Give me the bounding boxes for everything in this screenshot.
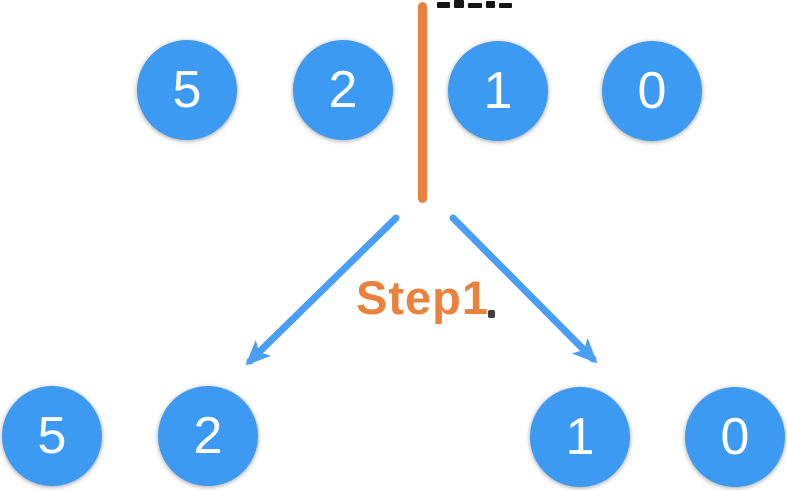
top-node-5: 5 [137,40,237,140]
top-node-2: 2 [293,40,393,140]
node-value: 0 [637,62,667,120]
node-value: 2 [328,61,358,119]
top-node-1: 1 [448,41,548,141]
node-value: 5 [172,61,202,119]
divider-line [418,2,427,203]
bottom-right-node-1: 1 [530,387,630,487]
node-value: 2 [193,407,223,465]
node-value: 1 [565,408,595,466]
bottom-right-node-0: 0 [685,387,785,487]
top-node-0: 0 [602,41,702,141]
node-value: 0 [720,408,750,466]
clipped-text-fragment [437,0,513,9]
dark-period-dot [488,310,495,318]
node-value: 5 [37,407,67,465]
node-value: 1 [483,62,513,120]
bottom-left-node-5: 5 [2,386,102,486]
bottom-left-node-2: 2 [158,386,258,486]
step-label: Step1 [356,271,489,324]
